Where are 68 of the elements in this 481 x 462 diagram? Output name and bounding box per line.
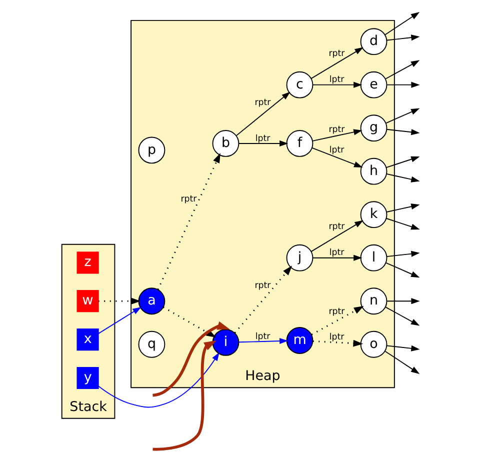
arrow <box>312 254 362 261</box>
node-circle: o <box>360 330 388 358</box>
node-circle: n <box>360 288 388 315</box>
edge-label: rptr <box>254 280 271 291</box>
arrow <box>384 12 420 36</box>
edge-label: lptr <box>329 332 344 343</box>
edge-label: lptr <box>255 134 270 144</box>
arrow <box>386 108 420 124</box>
arrow <box>310 220 364 252</box>
edge-label: rptr <box>328 125 345 136</box>
arrow <box>384 350 420 374</box>
arrow <box>312 147 363 168</box>
arrow <box>386 204 420 212</box>
node-box: y <box>76 366 99 390</box>
node-circle: f <box>286 130 314 157</box>
arrow <box>386 173 420 182</box>
edge-label: rptr <box>328 222 345 232</box>
arrow <box>152 340 217 451</box>
arrow <box>238 140 288 146</box>
node-box: x <box>76 328 99 351</box>
node-circle: l <box>360 244 388 272</box>
node-circle: h <box>360 158 388 185</box>
edge-label: rptr <box>328 306 345 317</box>
arrow <box>386 298 420 304</box>
node-circle: b <box>212 130 240 157</box>
arrow <box>385 306 420 326</box>
arrow <box>386 262 420 278</box>
arrow <box>98 352 220 408</box>
arrow <box>386 250 420 258</box>
node-circle: j <box>286 244 314 272</box>
node-circle: c <box>286 71 314 98</box>
node-circle: m <box>286 327 314 354</box>
arrow <box>312 340 364 347</box>
edge-label: lptr <box>255 332 270 342</box>
arrow <box>386 34 420 41</box>
node-circle: e <box>360 71 388 98</box>
arrow <box>386 345 420 352</box>
arrow <box>98 306 142 334</box>
arrow <box>386 218 420 230</box>
arrow <box>236 92 290 136</box>
arrow <box>312 82 362 88</box>
node-circle: k <box>360 201 388 228</box>
edge-label: lptr <box>329 145 344 156</box>
arrow <box>386 128 420 136</box>
edge-label: lptr <box>329 248 344 258</box>
node-circle: p <box>138 136 166 164</box>
arrow <box>312 129 362 142</box>
arrow <box>386 156 420 168</box>
node-box: z <box>76 252 99 274</box>
arrow <box>310 47 364 79</box>
node-circle: d <box>360 28 388 56</box>
node-circle: q <box>138 330 166 358</box>
node-circle: g <box>360 114 388 142</box>
arrow <box>311 306 364 336</box>
arrow <box>157 152 220 290</box>
arrow <box>238 338 288 344</box>
arrow <box>98 298 141 305</box>
node-circle: a <box>138 288 166 315</box>
edge-label: lptr <box>329 75 344 86</box>
edge-label: rptr <box>328 49 345 60</box>
edge-label: rptr <box>254 98 271 108</box>
arrow <box>385 60 420 80</box>
arrow <box>152 321 230 397</box>
node-circle: i <box>212 328 240 356</box>
arrow <box>386 82 420 88</box>
arrow <box>234 266 292 334</box>
edge-label: rptr <box>180 194 197 204</box>
node-box: w <box>76 290 99 312</box>
